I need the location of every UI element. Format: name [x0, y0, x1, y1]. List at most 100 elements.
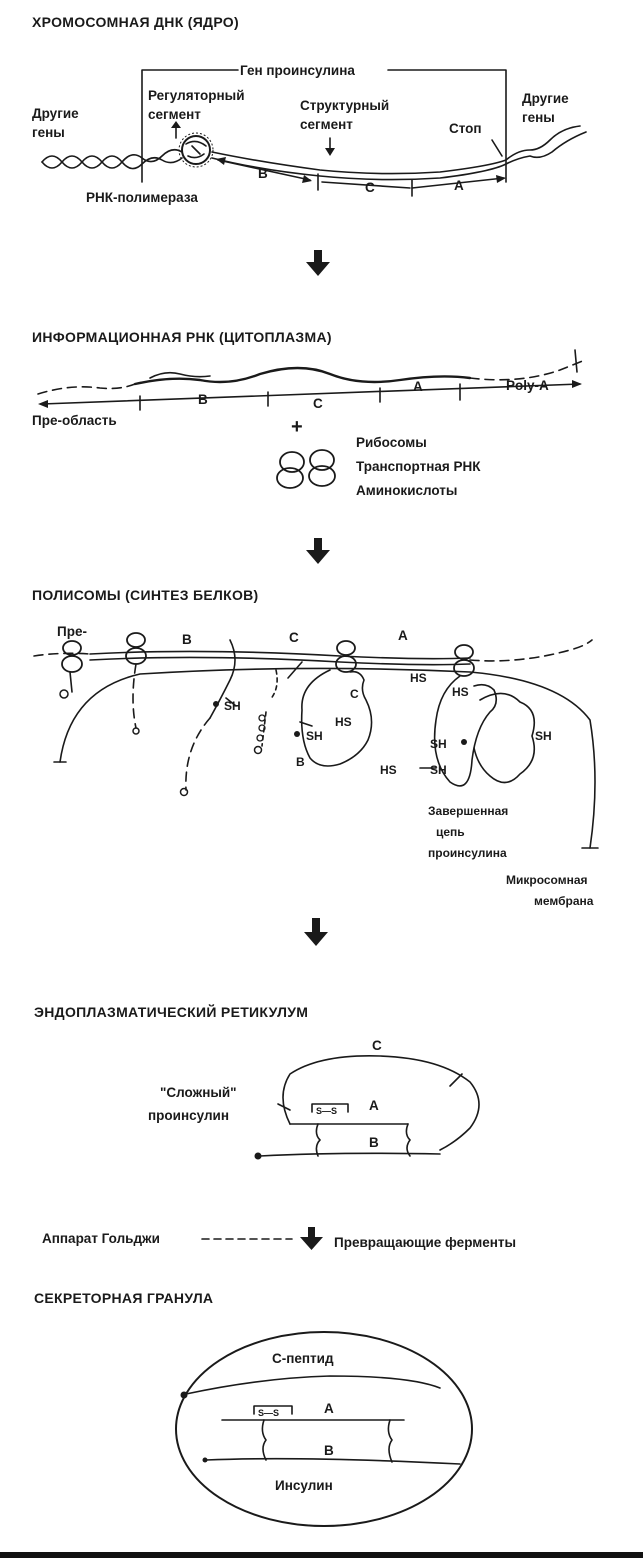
completed-chain-outer [433, 675, 498, 787]
flow-arrow-1 [306, 250, 330, 276]
granule-ss-label: S—S [258, 1408, 279, 1418]
granule-seg-a: A [324, 1401, 334, 1416]
mrna-seg-a: A [413, 379, 423, 394]
mrna-strand [133, 366, 472, 386]
completed-label-3: проинсулина [428, 846, 507, 860]
other-genes-right-1: Другие [522, 91, 569, 106]
other-genes-right-2: гены [522, 110, 555, 125]
dna-strand-right-a [211, 125, 581, 175]
completed-label-2: цепь [436, 825, 465, 839]
polysome-mrna-upper [89, 650, 471, 660]
amino-acids-label: Аминокислоты [356, 483, 457, 498]
flow-arrow-2 [306, 538, 330, 564]
er-seg-b: B [369, 1135, 379, 1150]
section-mrna: ИНФОРМАЦИОННАЯ РНК (ЦИТОПЛАЗМА) B C A Po… [32, 329, 586, 498]
polysome-ribosome-2 [125, 632, 147, 665]
golgi-arrow-shaft [308, 1227, 315, 1239]
dna-strand-left-b [41, 155, 183, 170]
section-er: ЭНДОПЛАЗМАТИЧЕСКИЙ РЕТИКУЛУМ S—S C A B "… [34, 1003, 480, 1160]
golgi-arrow-head [300, 1237, 323, 1250]
bottom-border [0, 1552, 643, 1558]
dna-strand-right-b [211, 131, 587, 181]
mrna-pre-dashed [37, 383, 136, 395]
er-seg-a: A [369, 1098, 379, 1113]
regulatory-label-1: Регуляторный [148, 88, 245, 103]
flow-arrow-3 [304, 918, 328, 946]
section-title-polysomes: ПОЛИСОМЫ (СИНТЕЗ БЕЛКОВ) [32, 587, 259, 603]
polysome-ribosome-3 [335, 640, 357, 673]
er-seg-c: C [372, 1038, 382, 1053]
mrna-seg-c: C [313, 396, 323, 411]
golgi-label: Аппарат Гольджи [42, 1231, 160, 1246]
other-genes-left-1: Другие [32, 106, 79, 121]
insulin-chain-b [205, 1457, 461, 1465]
poly-seg-b: B [182, 632, 192, 647]
complex-proinsulin-2: проинсулин [148, 1108, 229, 1123]
section-title-er: ЭНДОПЛАЗМАТИЧЕСКИЙ РЕТИКУЛУМ [34, 1003, 308, 1020]
mrna-segment-line [41, 383, 581, 405]
completed-chain-inner [473, 692, 536, 784]
segment-b-line [217, 159, 311, 181]
stop-label: Стоп [449, 121, 482, 136]
poly-seg-a: A [398, 628, 408, 643]
ribosomes-label: Рибосомы [356, 435, 427, 450]
sh-label-4: SH [430, 763, 447, 777]
c-peptide-chain [185, 1375, 441, 1395]
segment-b-label: B [258, 166, 268, 181]
poly-seg-c: C [289, 630, 299, 645]
section-title-granule: СЕКРЕТОРНАЯ ГРАНУЛА [34, 1290, 213, 1306]
membrane-label-2: мембрана [534, 894, 594, 908]
hs-label-4: HS [380, 763, 397, 777]
segment-c-label: C [365, 180, 375, 195]
stop-pointer [491, 139, 503, 157]
segment-c-line [321, 181, 411, 189]
section-secretory-granule: СЕКРЕТОРНАЯ ГРАНУЛА S—S С-пептид A B Инс… [34, 1290, 473, 1527]
polysome-mrna-lower [89, 656, 471, 666]
plus-sign: + [291, 416, 303, 438]
section-polysomes: ПОЛИСОМЫ (СИНТЕЗ БЕЛКОВ) [32, 587, 599, 908]
other-genes-left-2: гены [32, 125, 65, 140]
segment-a-label: A [454, 178, 464, 193]
pre-region-label: Пре-область [32, 413, 117, 428]
segment-a-line [411, 177, 505, 189]
folding-b-label: B [296, 755, 305, 769]
completed-label-1: Завершенная [428, 804, 508, 818]
section-chromosomal-dna: ХРОМОСОМНАЯ ДНК (ЯДРО) Ген проинсулина B [32, 14, 587, 205]
sh-label-3: SH [430, 737, 447, 751]
complex-proinsulin-1: "Сложный" [160, 1085, 237, 1100]
polysome-ribosome-1 [61, 640, 83, 673]
poly-a-label: Poly-A [506, 378, 549, 393]
structural-label-1: Структурный [300, 98, 389, 113]
c-peptide-label: С-пептид [272, 1351, 334, 1366]
sh-label-2: SH [306, 729, 323, 743]
hs-label-3: HS [452, 685, 469, 699]
ribosome-icon [276, 449, 336, 489]
section-title-mrna: ИНФОРМАЦИОННАЯ РНК (ЦИТОПЛАЗМА) [32, 329, 332, 345]
gene-label: Ген проинсулина [240, 63, 355, 78]
section-title-dna: ХРОМОСОМНАЯ ДНК (ЯДРО) [32, 14, 239, 30]
hs-label-1: HS [335, 715, 352, 729]
folding-c-label: C [350, 687, 359, 701]
er-chain-b [259, 1152, 441, 1157]
regulatory-label-2: сегмент [148, 107, 201, 122]
folding-chain-c [300, 669, 373, 767]
granule-seg-b: B [324, 1443, 334, 1458]
er-chain-c [282, 1055, 480, 1151]
er-ss-bond-1 [315, 1123, 321, 1157]
granule-ss-bond-1 [261, 1419, 267, 1461]
mrna-seg-b: B [198, 392, 208, 407]
hs-label-2: HS [410, 671, 427, 685]
rna-polymerase-icon [178, 132, 214, 168]
insulin-label: Инсулин [275, 1478, 333, 1493]
microsomal-membrane [59, 667, 596, 849]
er-ss-label: S—S [316, 1106, 337, 1116]
er-ss-bond-2 [405, 1123, 411, 1157]
membrane-label-1: Микросомная [506, 873, 588, 887]
golgi-row: Аппарат Гольджи Превращающие ферменты [42, 1227, 516, 1250]
dna-strand-left-a [41, 148, 183, 169]
polysome-ribosome-4 [453, 644, 475, 677]
sh-label-5: SH [535, 729, 552, 743]
pre-label: Пре- [57, 624, 87, 639]
mrna-polya-dashed [469, 359, 586, 381]
